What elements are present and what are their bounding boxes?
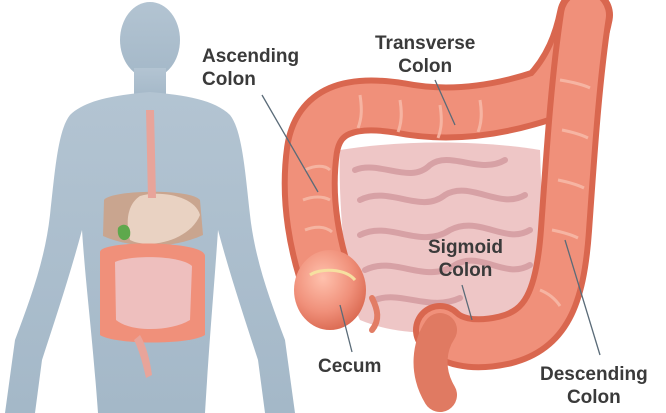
label-sigmoid-colon: Sigmoid Colon <box>428 236 503 282</box>
label-descending-colon: Descending Colon <box>540 363 648 409</box>
label-descending-line2: Colon <box>540 386 648 409</box>
label-cecum: Cecum <box>318 355 381 378</box>
label-transverse-line1: Transverse <box>375 32 475 55</box>
label-ascending-colon: Ascending Colon <box>202 45 299 91</box>
label-ascending-line1: Ascending <box>202 45 299 68</box>
label-sigmoid-line1: Sigmoid <box>428 236 503 259</box>
label-ascending-line2: Colon <box>202 68 299 91</box>
label-transverse-colon: Transverse Colon <box>375 32 475 78</box>
label-cecum-line1: Cecum <box>318 355 381 378</box>
cecum-pouch <box>294 250 366 330</box>
label-descending-line1: Descending <box>540 363 648 386</box>
label-transverse-line2: Colon <box>375 55 475 78</box>
label-sigmoid-line2: Colon <box>428 259 503 282</box>
